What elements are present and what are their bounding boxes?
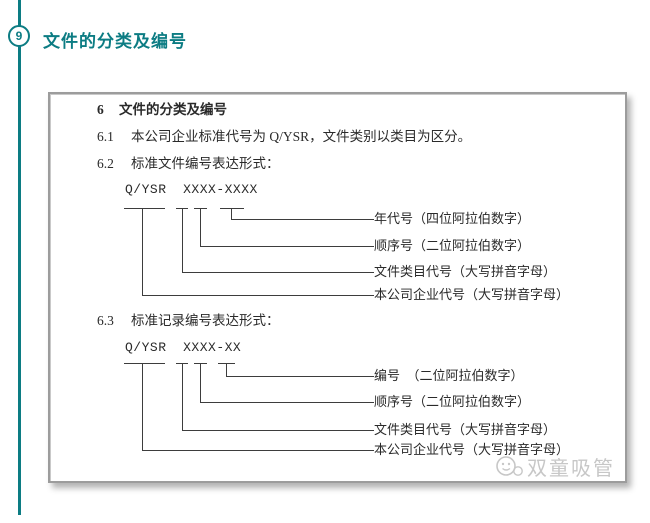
watermark: 双童吸管	[495, 452, 615, 481]
doc-heading: 6 文件的分类及编号	[50, 102, 610, 118]
connector-line	[200, 246, 374, 247]
connector-line	[231, 219, 374, 220]
code-62: Q/YSR XXXX-XXXX	[125, 182, 258, 197]
connector-line	[142, 450, 374, 451]
connector-line	[142, 295, 374, 296]
connector-line	[200, 402, 374, 403]
diagram-63-label-number: 编号 （二位阿拉伯数字）	[374, 368, 524, 383]
connector-line	[142, 208, 143, 296]
page-title: 文件的分类及编号	[43, 32, 187, 51]
clause-6-3-number: 6.3	[97, 313, 114, 328]
diagram-62-label-category: 文件类目代号（大写拼音字母）	[374, 264, 557, 279]
code-63: Q/YSR XXXX-XX	[125, 340, 242, 355]
connector-line	[182, 272, 374, 273]
clause-6-3-text: 标准记录编号表达形式：	[131, 313, 280, 328]
connector-line	[182, 208, 183, 273]
connector-line	[182, 430, 374, 431]
connector-line	[226, 363, 227, 377]
connector-line	[182, 363, 183, 431]
doc-heading-text: 文件的分类及编号	[119, 102, 227, 117]
wechat-watermark-icon	[496, 455, 523, 476]
diagram-62-label-sequence: 顺序号（二位阿拉伯数字）	[374, 238, 531, 253]
watermark-text: 双童吸管	[527, 458, 615, 480]
clause-6-2: 6.2 标准文件编号表达形式：	[50, 156, 610, 172]
section-number: 9	[15, 29, 23, 43]
connector-line	[200, 208, 201, 247]
diagram-62-label-company: 本公司企业代号（大写拼音字母）	[374, 287, 570, 302]
connector-line	[142, 363, 143, 451]
clause-6-1: 6.1 本公司企业标准代号为 Q/YSR，文件类别以类目为区分。	[50, 129, 610, 145]
bracket-line	[220, 208, 244, 209]
clause-6-2-number: 6.2	[97, 156, 114, 171]
diagram-62-label-year: 年代号（四位阿拉伯数字）	[374, 211, 531, 226]
section-number-badge: 9	[8, 25, 30, 47]
diagram-63-label-sequence: 顺序号（二位阿拉伯数字）	[374, 394, 531, 409]
document-frame: 6 文件的分类及编号 6.1 本公司企业标准代号为 Q/YSR，文件类别以类目为…	[48, 92, 627, 483]
bracket-line	[124, 363, 165, 364]
clause-6-1-number: 6.1	[97, 129, 114, 144]
clause-6-3: 6.3 标准记录编号表达形式：	[50, 313, 610, 329]
clause-6-1-text: 本公司企业标准代号为 Q/YSR，文件类别以类目为区分。	[131, 129, 472, 144]
accent-rail	[18, 0, 21, 515]
diagram-63-label-company: 本公司企业代号（大写拼音字母）	[374, 442, 570, 457]
connector-line	[231, 208, 232, 220]
connector-line	[200, 363, 201, 403]
clause-6-2-text: 标准文件编号表达形式：	[131, 156, 280, 171]
bracket-line	[124, 208, 165, 209]
diagram-63-label-category: 文件类目代号（大写拼音字母）	[374, 422, 557, 437]
connector-line	[226, 376, 374, 377]
doc-heading-number: 6	[97, 102, 104, 117]
